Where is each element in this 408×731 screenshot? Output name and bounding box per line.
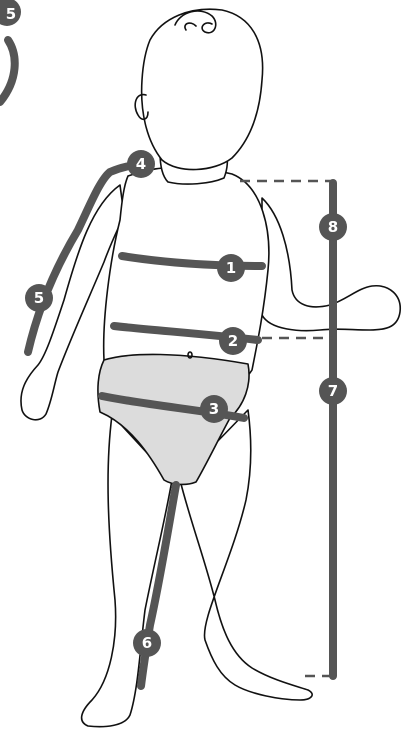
badge-8: 8 [319,213,347,241]
head [142,9,263,169]
badge-7: 7 [319,377,347,405]
badge-4: 4 [127,150,155,178]
badge-1: 1 [217,254,245,282]
badge-corner: 5 [0,0,21,26]
svg-text:5: 5 [34,289,44,307]
badge-6: 6 [133,629,161,657]
svg-text:4: 4 [136,155,146,173]
svg-text:8: 8 [328,218,338,236]
svg-text:3: 3 [209,400,219,418]
corner-loop [0,40,15,102]
svg-text:5: 5 [6,5,16,23]
svg-text:1: 1 [226,259,236,277]
baby-figure [21,9,400,726]
badge-3: 3 [200,395,228,423]
svg-text:6: 6 [142,634,152,652]
svg-text:2: 2 [228,332,238,350]
badge-5: 5 [25,284,53,312]
svg-text:7: 7 [328,382,338,400]
badge-2: 2 [219,327,247,355]
